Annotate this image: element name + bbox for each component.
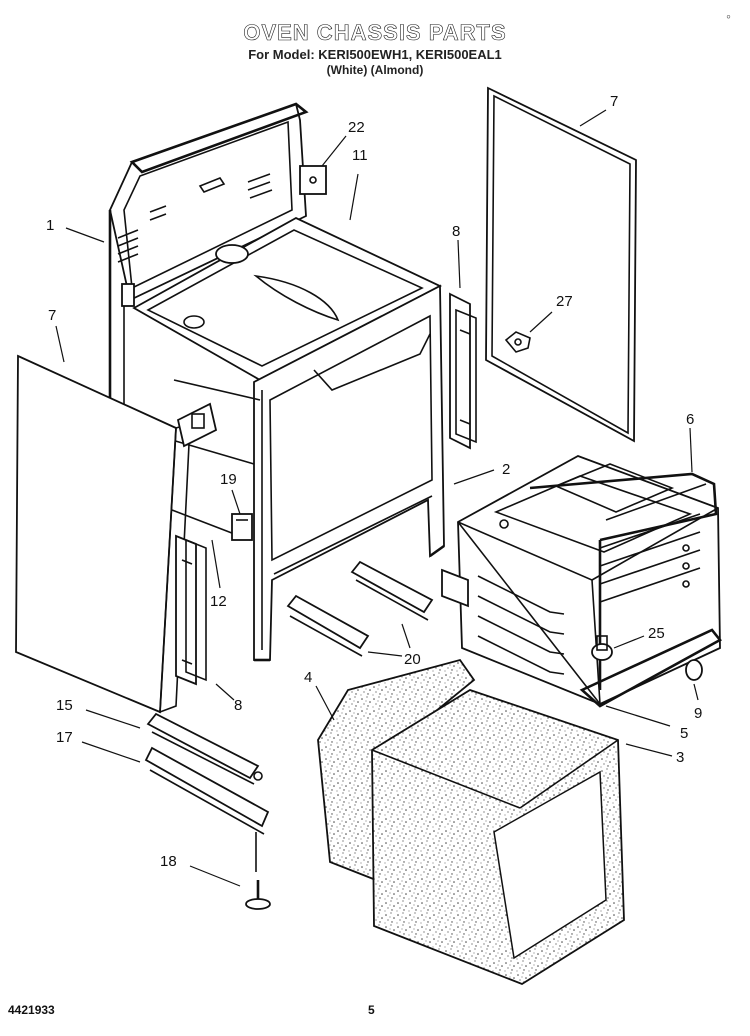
broiler-rail-upper xyxy=(146,712,263,785)
oven-rail-lower xyxy=(286,594,370,657)
model-numbers: For Model: KERI500EWH1, KERI500EAL1 xyxy=(248,47,502,62)
callout-25: 25 xyxy=(648,625,665,642)
lamp-lens xyxy=(685,659,703,681)
color-variants: (White) (Almond) xyxy=(326,63,424,77)
callout-8-left: 8 xyxy=(234,697,242,714)
callout-22: 22 xyxy=(348,119,365,136)
callout-18: 18 xyxy=(160,853,177,870)
insulation-wrap xyxy=(371,689,625,986)
callout-7-right: 7 xyxy=(610,93,618,110)
leveling-leg xyxy=(245,880,271,910)
callout-20: 20 xyxy=(404,651,421,668)
mounting-strip-right xyxy=(449,292,477,450)
document-code: 4421933 xyxy=(8,1003,55,1017)
callout-6: 6 xyxy=(686,411,694,428)
callout-7-left: 7 xyxy=(48,307,56,324)
callouts: 1 2 3 4 5 6 7 7 8 8 9 11 12 15 17 18 19 … xyxy=(46,93,702,870)
callout-19: 19 xyxy=(220,471,237,488)
bracket-part xyxy=(231,513,253,541)
callout-9: 9 xyxy=(694,705,702,722)
oven-cavity xyxy=(441,455,722,708)
page-title: OVEN CHASSIS PARTS xyxy=(243,20,507,46)
callout-17: 17 xyxy=(56,729,73,746)
callout-27: 27 xyxy=(556,293,573,310)
callout-15: 15 xyxy=(56,697,73,714)
callout-12: 12 xyxy=(210,593,227,610)
callout-11: 11 xyxy=(352,147,368,164)
mounting-strip-left xyxy=(175,534,207,686)
side-panel-right xyxy=(485,86,637,443)
clip-part xyxy=(504,331,531,353)
broiler-rail-lower xyxy=(144,746,270,872)
page-number: 5 xyxy=(368,1003,375,1017)
side-panel-left xyxy=(15,354,191,714)
callout-2: 2 xyxy=(502,461,510,478)
oven-chassis-frame xyxy=(108,102,445,662)
leader-lines xyxy=(55,109,699,887)
callout-1: 1 xyxy=(46,217,54,234)
oven-rail-upper xyxy=(350,560,434,621)
control-bracket xyxy=(176,402,218,448)
callout-8-right: 8 xyxy=(452,223,460,240)
callout-4: 4 xyxy=(304,669,312,686)
callout-5: 5 xyxy=(680,725,688,742)
corner-mark: ◦ xyxy=(726,8,731,24)
callout-3: 3 xyxy=(676,749,684,766)
